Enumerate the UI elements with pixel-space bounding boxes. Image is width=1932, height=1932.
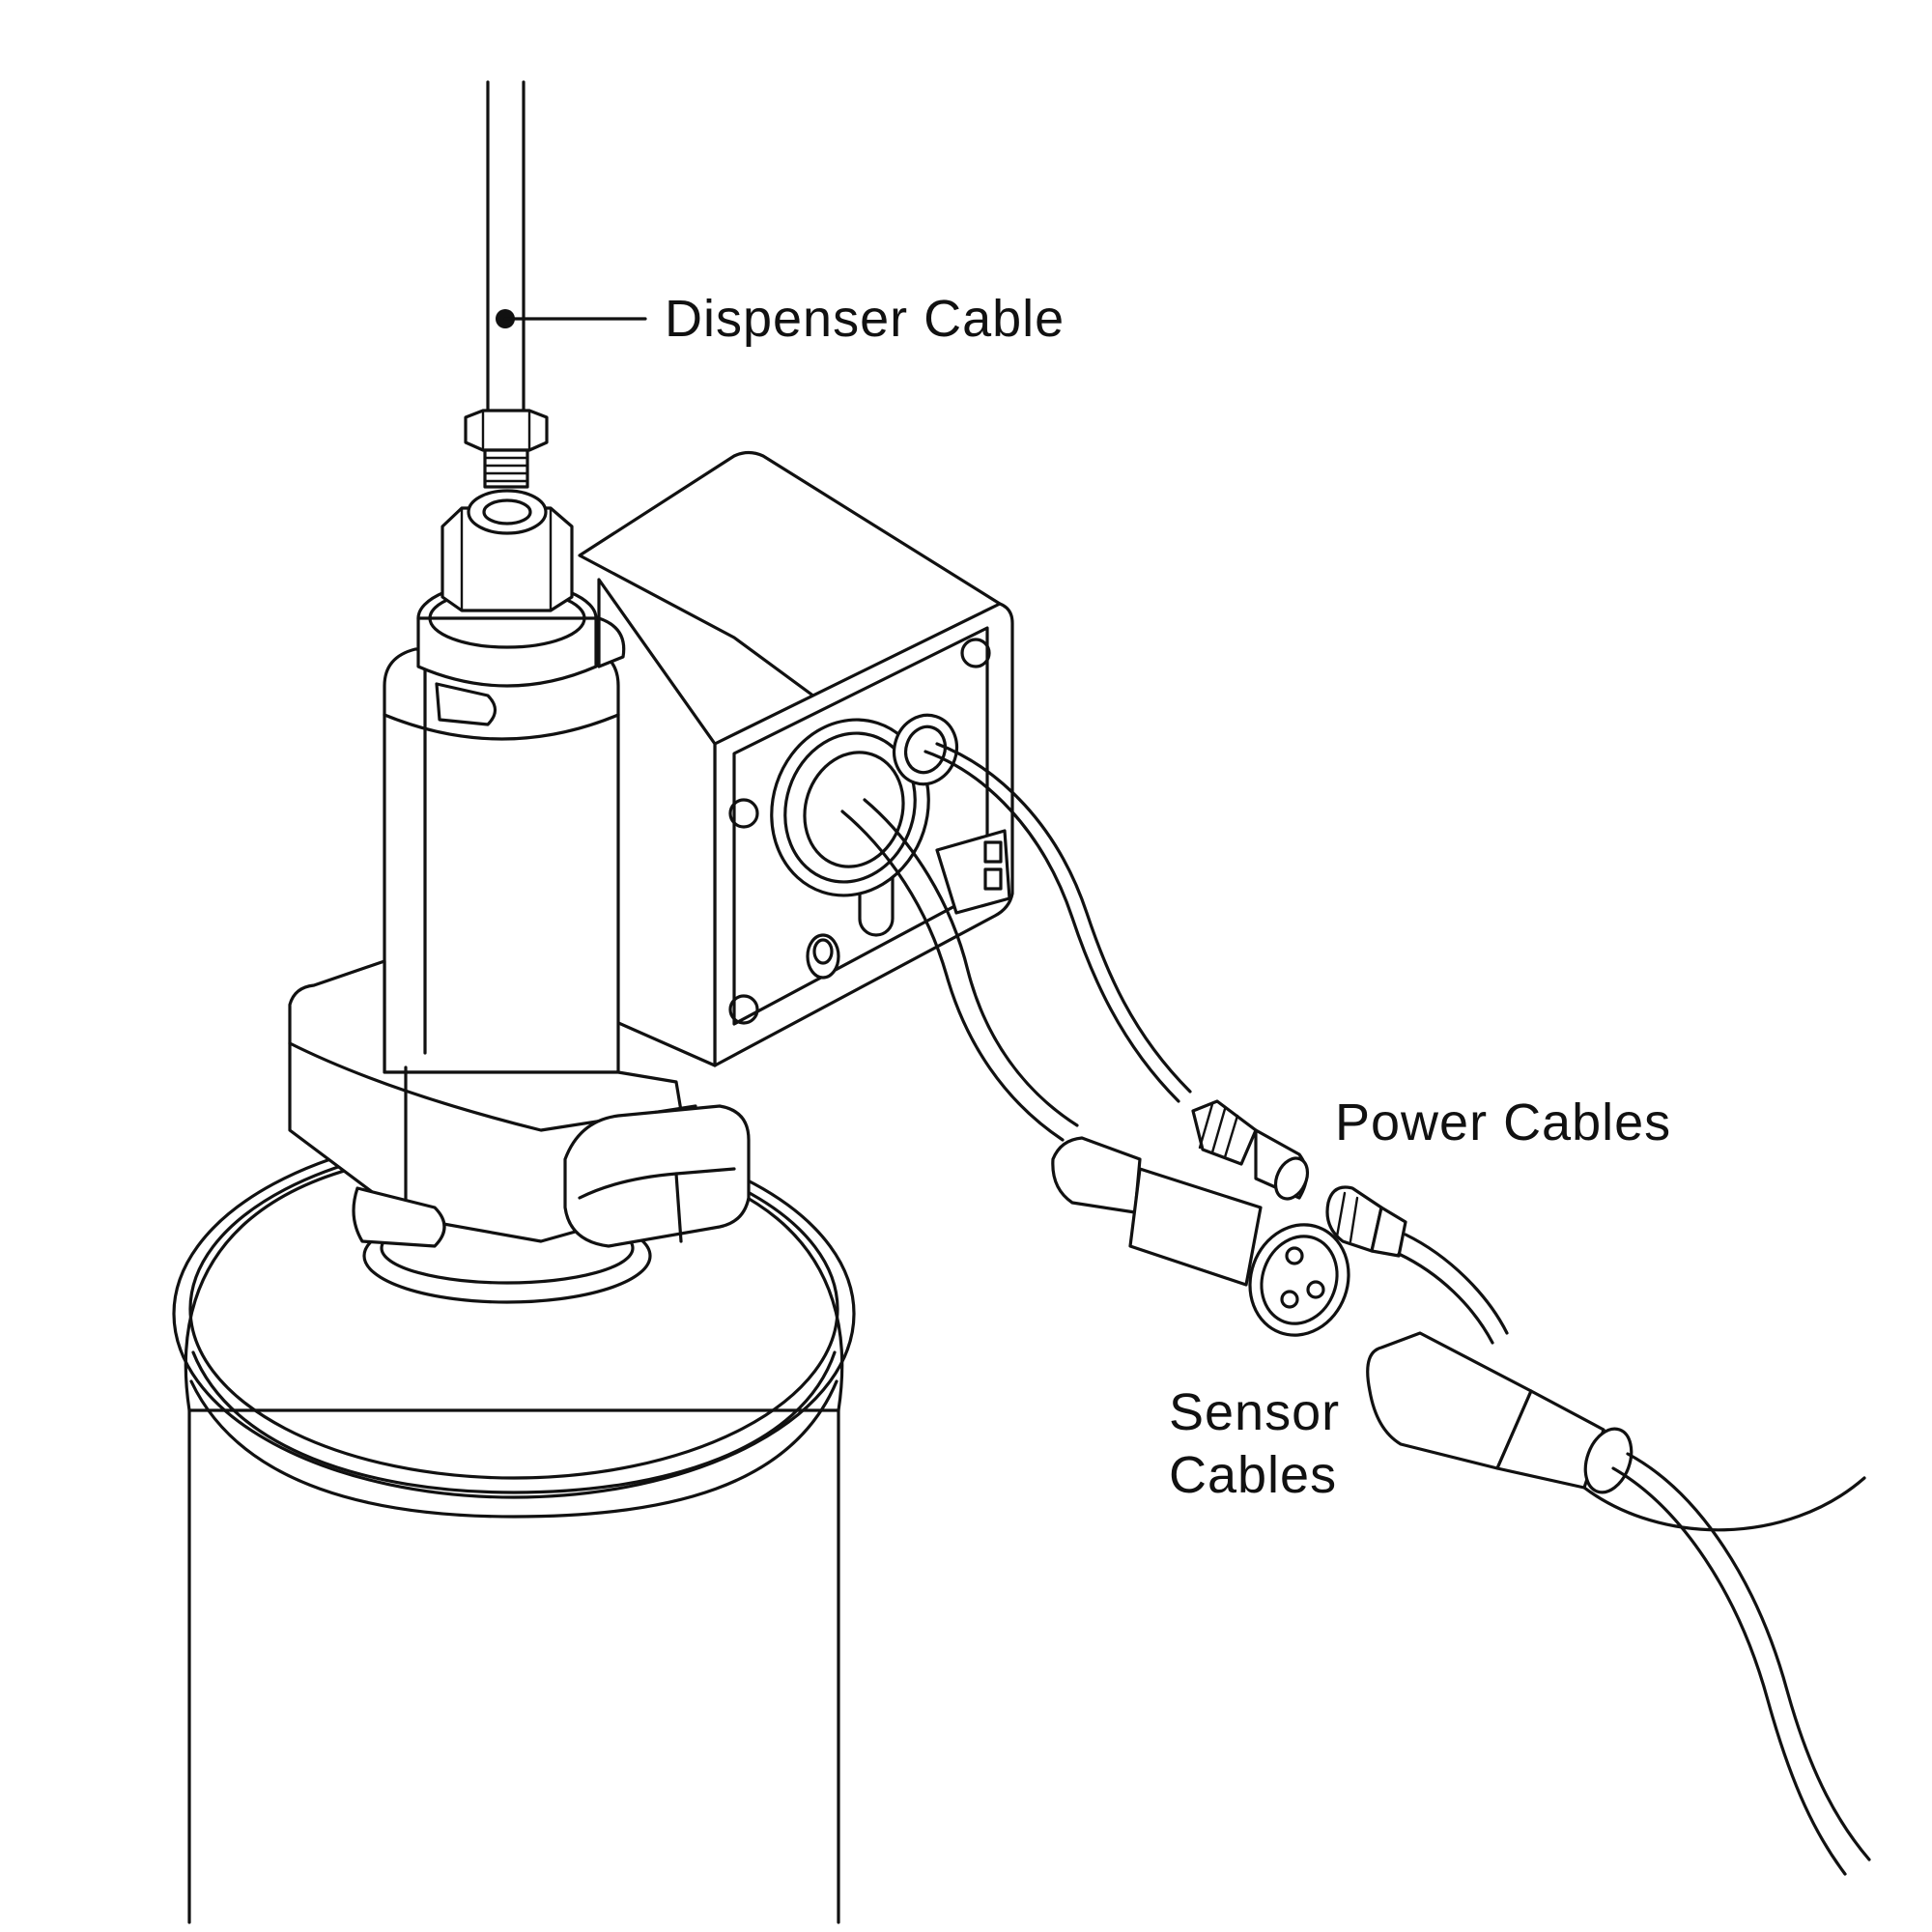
power-cable-gland (892, 713, 959, 786)
sensor-cable-female (1366, 1331, 1871, 1876)
valve-body (383, 647, 620, 1074)
dispenser-cable (486, 80, 526, 432)
upper-hex-nut (464, 409, 549, 452)
rotary-knob[interactable] (563, 1104, 751, 1248)
label-power-cables: Power Cables (1335, 1094, 1671, 1151)
sensor-cable (840, 798, 1350, 1337)
power-cable (923, 742, 1509, 1345)
side-bracket (935, 829, 1011, 915)
sensor-cable-gland (770, 718, 930, 897)
label-sensor-cables-line1: Sensor (1169, 1383, 1340, 1441)
valve-top-nut (416, 489, 598, 688)
valve-side-pin (435, 616, 626, 726)
label-sensor-cables-line2: Cables (1169, 1446, 1337, 1504)
dispenser-cable-leader (496, 309, 647, 328)
label-dispenser-cable: Dispenser Cable (665, 290, 1065, 348)
threaded-stem (483, 448, 529, 489)
